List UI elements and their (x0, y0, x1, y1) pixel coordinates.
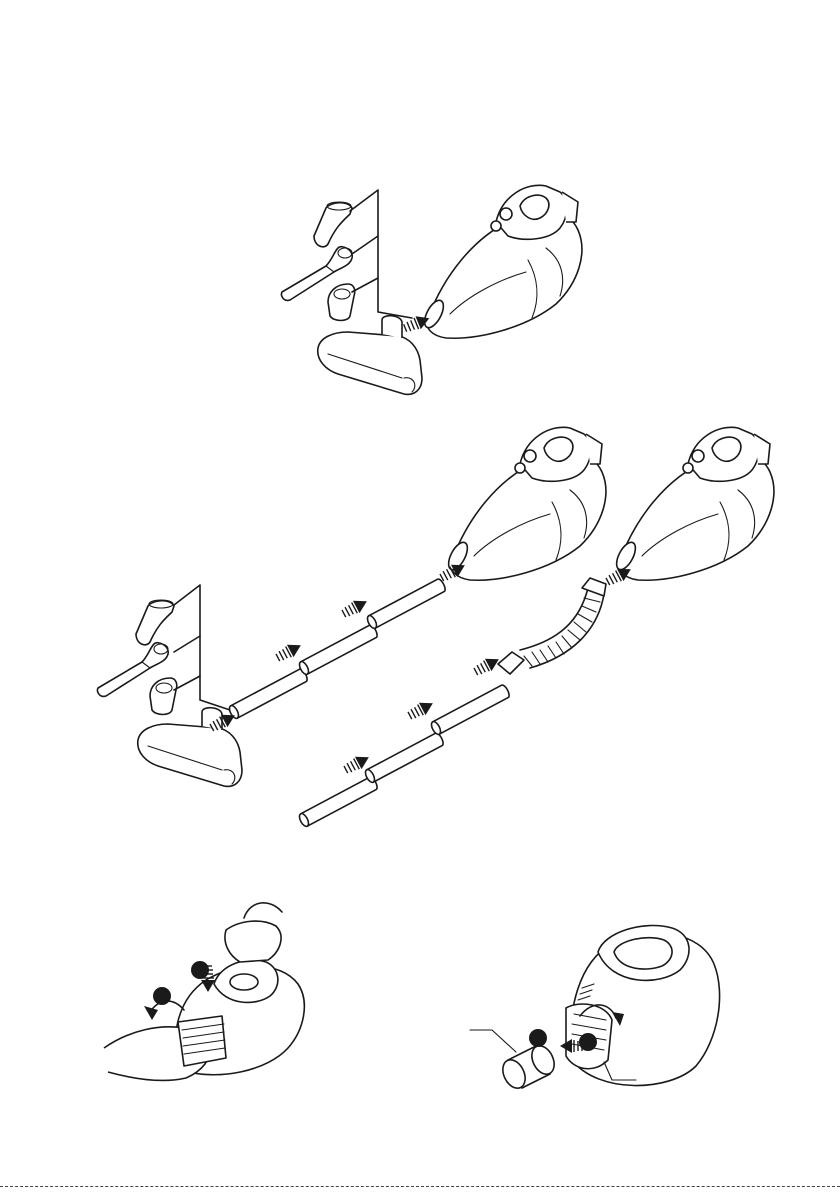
extension-tube-icon (364, 732, 445, 784)
small-brush-icon (150, 678, 177, 715)
handheld-vacuum-icon (421, 185, 582, 338)
crevice-tool-icon (314, 202, 352, 247)
extension-tube-icon (228, 668, 309, 720)
callout-leader (470, 1030, 516, 1052)
extension-tube-icon (298, 624, 379, 676)
insert-arrow-icon (275, 639, 305, 664)
hand-icon (225, 921, 281, 962)
extension-tube-icon (430, 684, 511, 736)
handheld-attachments-diagram (281, 185, 581, 394)
floor-brush-icon (318, 316, 422, 395)
filter-cylinder-icon (498, 1042, 558, 1092)
filter-removal-diagram (470, 925, 720, 1091)
filter-grid-icon (178, 1016, 226, 1066)
extension-tube-assembly-diagram (97, 427, 773, 827)
flexible-hose-icon (498, 578, 606, 674)
page-footer-rule (0, 1186, 840, 1187)
accessory-bracket (350, 190, 412, 318)
extension-tube-icon (366, 578, 447, 630)
insert-arrow-icon (473, 653, 503, 678)
emptying-diagram (104, 903, 304, 1081)
crevice-tool-icon (136, 600, 174, 645)
step-marker-icon (529, 1029, 547, 1047)
insert-arrow-icon (341, 595, 371, 620)
small-brush-icon (328, 284, 355, 321)
extension-tube-icon (298, 776, 379, 828)
handheld-vacuum-icon (613, 427, 774, 580)
insert-arrow-icon (407, 697, 437, 722)
handheld-vacuum-icon (445, 427, 606, 580)
